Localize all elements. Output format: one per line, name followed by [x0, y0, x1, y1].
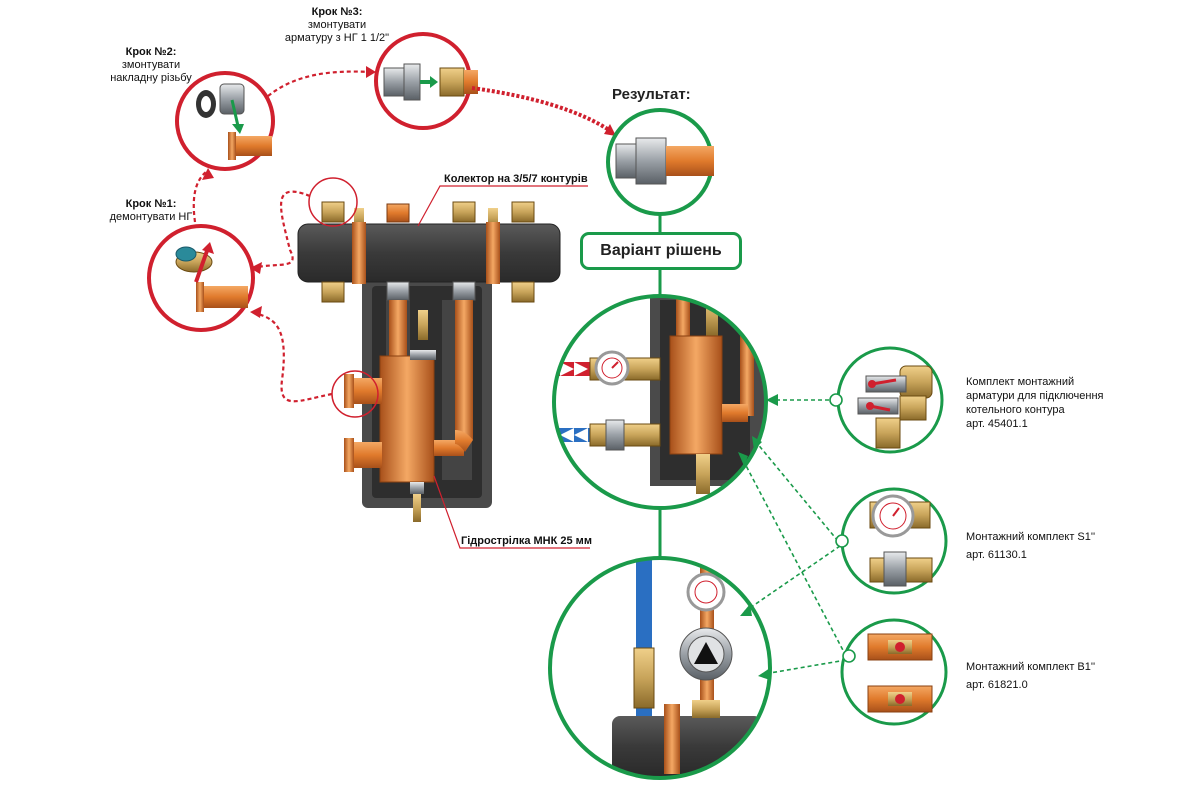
step2-title: Крок №2:	[125, 46, 177, 58]
kit2-article: арт. 61130.1	[966, 549, 1027, 561]
kit1-line3: котельного контура	[966, 404, 1065, 416]
variant-c-circle	[548, 556, 772, 780]
step3-line1: змонтувати	[307, 19, 367, 31]
kit3-article: арт. 61821.0	[966, 679, 1028, 691]
step3-label: Крок №3: змонтувати арматуру з НГ 1 1/2"	[272, 6, 402, 45]
step3-circle	[374, 32, 478, 130]
step2-arrow	[230, 99, 240, 127]
hydro-separator-label: Гідрострілка МНК 25 мм	[461, 535, 592, 547]
step1-text: демонтувати НГ	[109, 211, 193, 223]
step2-line2: накладну різьбу	[110, 72, 192, 84]
kit1-line1: Комплект монтажний	[966, 376, 1075, 388]
collector-top-fittings	[321, 201, 535, 228]
kit1-line2: арматури для підключення	[966, 390, 1104, 402]
variant-title: Варіант рішень	[580, 232, 742, 270]
variant-b-circle	[552, 294, 768, 510]
green-dashed-paths	[741, 399, 847, 675]
collector-bottom-fittings	[321, 281, 535, 303]
pipe-left	[389, 300, 407, 360]
red-dashed-paths	[192, 70, 614, 403]
drain-valve	[413, 494, 421, 522]
step1-arrow	[194, 247, 210, 283]
result-title: Результат:	[612, 86, 691, 103]
kit3-line1: Монтажний комплект В1''	[966, 661, 1096, 673]
kit3-circle	[840, 618, 948, 726]
kit1-label: Комплект монтажний арматури для підключе…	[966, 375, 1166, 431]
kit2-label: Монтажний комплект S1'' арт. 61130.1	[966, 530, 1166, 562]
pipe-right	[455, 300, 473, 440]
step2-label: Крок №2: змонтувати накладну різьбу	[96, 46, 206, 85]
step2-circle	[175, 71, 275, 171]
kit1-circle	[836, 346, 944, 454]
step3-line2: арматуру з НГ 1 1/2"	[284, 32, 390, 44]
hydro-leader	[433, 475, 590, 549]
collector-leader	[417, 185, 588, 227]
connector-nodes	[829, 393, 856, 663]
collector-body	[297, 223, 561, 283]
step1-title: Крок №1:	[125, 198, 177, 210]
collector-clamp-left	[352, 222, 366, 284]
kit3-label: Монтажний комплект В1'' арт. 61821.0	[966, 660, 1166, 692]
step3-title: Крок №3:	[311, 6, 363, 18]
hydraulic-separator	[379, 355, 435, 483]
result-circle	[606, 108, 714, 216]
target-circle-top	[308, 177, 358, 227]
collector-label: Колектор на 3/5/7 контурів	[444, 173, 588, 185]
kit2-circle	[840, 487, 948, 595]
kit2-line1: Монтажний комплект S1''	[966, 531, 1096, 543]
step2-line1: змонтувати	[121, 59, 181, 71]
main-assembly	[297, 201, 561, 522]
air-vent	[418, 310, 428, 340]
step1-label: Крок №1: демонтувати НГ	[96, 198, 206, 224]
kit1-article: арт. 45401.1	[966, 418, 1028, 430]
step1-circle	[147, 224, 255, 332]
pump-arrow-icon	[694, 642, 718, 664]
collector-clamp-right	[486, 222, 500, 284]
